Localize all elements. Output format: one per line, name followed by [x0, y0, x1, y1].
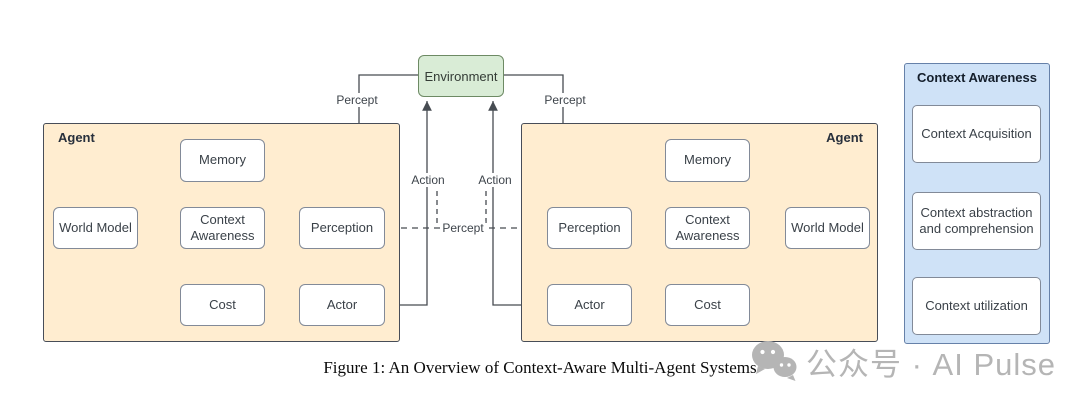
node-perception-right: Perception	[547, 207, 632, 249]
node-actor-right: Actor	[547, 284, 632, 326]
edge-label-percept-left: Percept	[334, 93, 380, 107]
panel-step-context-abstraction: Context abstraction and comprehension	[912, 192, 1041, 250]
panel-title: Context Awareness	[917, 70, 1037, 85]
agent-left-label: Agent	[58, 130, 95, 145]
node-cost-left: Cost	[180, 284, 265, 326]
node-world-model-right: World Model	[785, 207, 870, 249]
environment-node: Environment	[418, 55, 504, 97]
edge-label-action-left: Action	[409, 173, 447, 187]
panel-step-context-acquisition: Context Acquisition	[912, 105, 1041, 163]
node-perception-left: Perception	[299, 207, 385, 249]
edge-label-action-right: Action	[476, 173, 514, 187]
edge-label-percept-right: Percept	[542, 93, 588, 107]
node-actor-left: Actor	[299, 284, 385, 326]
node-world-model-left: World Model	[53, 207, 138, 249]
figure-caption: Figure 1: An Overview of Context-Aware M…	[323, 358, 757, 377]
node-context-awareness-left: Context Awareness	[180, 207, 265, 249]
node-memory-right: Memory	[665, 139, 750, 182]
panel-step-context-utilization: Context utilization	[912, 277, 1041, 335]
node-cost-right: Cost	[665, 284, 750, 326]
watermark: 公众号 · AI Pulse	[748, 338, 1056, 384]
node-memory-left: Memory	[180, 139, 265, 182]
watermark-text: 公众号 · AI Pulse	[806, 346, 1056, 382]
agent-right-label: Agent	[826, 130, 863, 145]
wechat-icon	[748, 338, 800, 384]
edge-label-percept-middle: Percept	[440, 221, 486, 235]
node-context-awareness-right: Context Awareness	[665, 207, 750, 249]
environment-label: Environment	[424, 68, 498, 84]
